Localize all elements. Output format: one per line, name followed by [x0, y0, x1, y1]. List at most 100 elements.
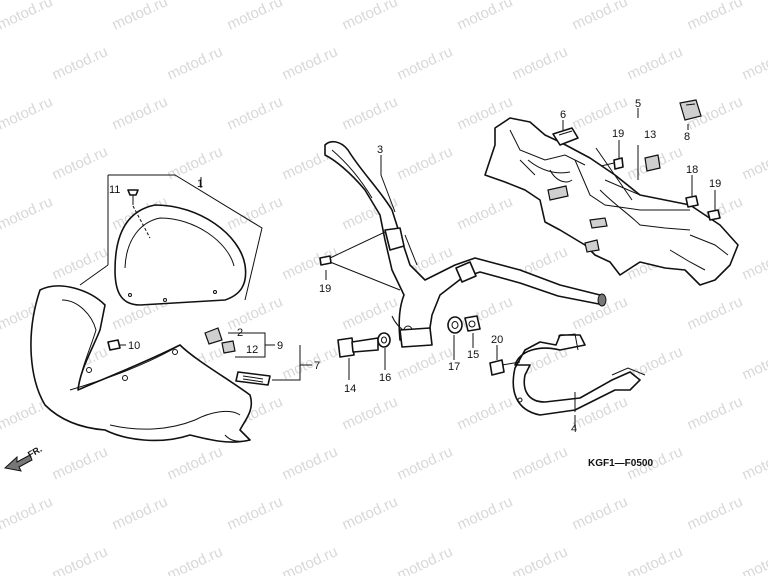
callout-19-left: 19 [319, 283, 331, 295]
diagram-code: KGF1—F0500 [588, 458, 653, 469]
watermark-text: motod.ru [50, 143, 111, 183]
watermark-text: motod.ru [0, 0, 55, 34]
watermark-text: motod.ru [395, 543, 456, 576]
callout-20: 20 [491, 334, 503, 346]
watermark-text: motod.ru [455, 193, 516, 233]
watermark-text: motod.ru [340, 293, 401, 333]
watermark-text: motod.ru [280, 43, 341, 83]
callout-1: 1 [197, 178, 203, 190]
watermark-text: motod.ru [395, 443, 456, 483]
bolt-19-right [707, 209, 721, 221]
watermark-text: motod.ru [225, 93, 286, 133]
cushion-2 [204, 327, 223, 345]
direction-label: FR. [26, 444, 44, 460]
watermark-text: motod.ru [395, 343, 456, 383]
nut-15 [464, 315, 481, 332]
windscreen-part [114, 204, 247, 306]
callout-14: 14 [344, 383, 356, 395]
callout-12: 12 [246, 344, 258, 356]
screw-11 [127, 189, 139, 205]
watermark-text: motod.ru [0, 193, 55, 233]
watermark-text: motod.ru [225, 293, 286, 333]
callout-13: 13 [644, 129, 656, 141]
watermark-text: motod.ru [225, 193, 286, 233]
watermark-text: motod.ru [50, 43, 111, 83]
bolt-18 [685, 195, 699, 208]
group-outline-1 [79, 174, 263, 301]
watermark-text: motod.ru [280, 343, 341, 383]
bolt-19-top [613, 157, 624, 170]
bolt-20 [489, 359, 521, 376]
callout-10: 10 [128, 340, 140, 352]
watermark-text: motod.ru [110, 0, 171, 34]
watermark-text: motod.ru [50, 243, 111, 283]
watermark-text: motod.ru [685, 0, 746, 34]
watermark-text: motod.ru [340, 393, 401, 433]
handlebar-part [324, 140, 607, 348]
watermark-text: motod.ru [455, 393, 516, 433]
watermark-text: motod.ru [165, 143, 226, 183]
watermark-text: motod.ru [110, 493, 171, 533]
watermark-text: motod.ru [225, 0, 286, 34]
watermark-text: motod.ru [0, 493, 55, 533]
handle-cover-part [484, 117, 739, 286]
watermark-text: motod.ru [280, 543, 341, 576]
grommet-6 [552, 127, 579, 146]
collar-16 [377, 332, 391, 348]
leader-lines [200, 108, 716, 428]
callout-16: 16 [379, 372, 391, 384]
callout-6: 6 [560, 109, 566, 121]
bolt-19-handlebar [319, 255, 332, 266]
label-13 [644, 154, 661, 172]
front-direction-arrow-icon [3, 454, 33, 472]
watermark-text: motod.ru [0, 93, 55, 133]
watermark-text: motod.ru [510, 43, 571, 83]
callout-3: 3 [377, 144, 383, 156]
emblem-7 [235, 371, 271, 386]
watermark-text: motod.ru [685, 393, 746, 433]
watermark-text: motod.ru [570, 493, 631, 533]
callout-19-top: 19 [612, 128, 624, 140]
callout-11: 11 [109, 184, 120, 196]
callout-2: 2 [237, 327, 243, 339]
watermark-text: motod.ru [625, 43, 686, 83]
clip-12 [221, 340, 236, 354]
watermark-text: motod.ru [110, 93, 171, 133]
watermark-text: motod.ru [50, 543, 111, 576]
callout-4: 4 [571, 423, 577, 435]
watermark-text: motod.ru [740, 43, 768, 83]
watermark-text: motod.ru [395, 43, 456, 83]
watermark-text: motod.ru [395, 143, 456, 183]
watermark-text: motod.ru [280, 443, 341, 483]
watermark-text: motod.ru [455, 293, 516, 333]
bolt-14 [337, 337, 379, 358]
callout-labels: 1 2 3 4 5 6 7 8 9 10 11 12 13 14 15 16 1… [109, 98, 721, 435]
watermark-text: motod.ru [455, 493, 516, 533]
callout-15: 15 [467, 349, 479, 361]
watermark-text: motod.ru [455, 0, 516, 34]
watermark-text: motod.ru [165, 443, 226, 483]
watermark-text: motod.ru [340, 0, 401, 34]
watermark-text: motod.ru [340, 93, 401, 133]
callout-18: 18 [686, 164, 698, 176]
callout-5: 5 [635, 98, 641, 110]
callout-7: 7 [314, 360, 320, 372]
watermark-text: motod.ru [510, 543, 571, 576]
stay-part [512, 333, 646, 416]
callout-8: 8 [684, 131, 690, 143]
watermark-text: motod.ru [165, 43, 226, 83]
watermark-text: motod.ru [50, 443, 111, 483]
watermark-text: motod.ru [740, 543, 768, 576]
watermark-text: motod.ru [570, 0, 631, 34]
washer-17 [447, 316, 463, 334]
callout-9: 9 [277, 340, 283, 352]
callout-19-right: 19 [709, 178, 721, 190]
cap-8 [679, 99, 702, 121]
watermark-text: motod.ru [740, 143, 768, 183]
watermark-text: motod.ru [685, 493, 746, 533]
watermark-text: motod.ru [740, 443, 768, 483]
watermark-text: motod.ru [625, 543, 686, 576]
front-cowl-part [30, 285, 253, 443]
watermark-text: motod.ru [740, 343, 768, 383]
